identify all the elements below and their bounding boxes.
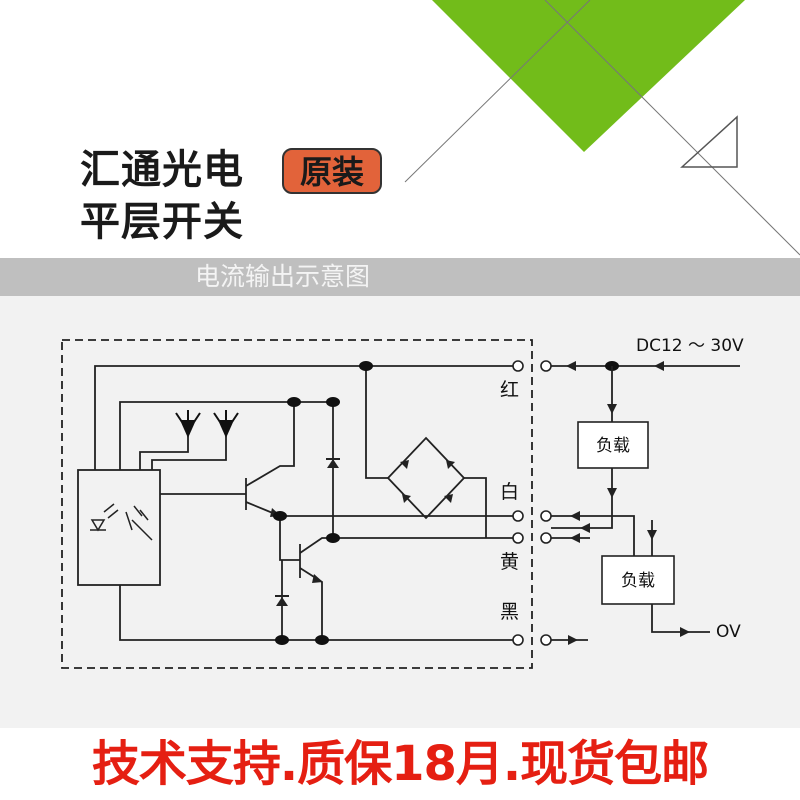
diagram-panel (0, 296, 800, 728)
ground-label: OV (716, 622, 741, 642)
product-type: 平层开关 (80, 199, 244, 245)
wire-label-red: 红 (500, 379, 519, 401)
brand-name: 汇通光电 (80, 147, 244, 193)
decor-line-2 (544, 0, 800, 256)
circuit-diagram: 红 白 黄 黑 负载 负载 DC12 ～ 30V OV (61, 336, 744, 669)
indicator-led-1-icon (175, 410, 201, 438)
phototransistor-icon (125, 505, 153, 541)
original-badge: 原装 (282, 148, 382, 194)
load-label-2: 负载 (621, 571, 655, 591)
header-decoration (404, 0, 800, 256)
footer-slogan: 技术支持.质保18月.现货包邮 (91, 736, 709, 792)
led-icon (90, 503, 119, 532)
supply-label: DC12 ～ 30V (636, 336, 744, 356)
wire-label-yellow: 黄 (500, 551, 519, 573)
section-band: 电流输出示意图 (0, 258, 800, 296)
wire-label-black: 黑 (500, 601, 519, 623)
footer-banner: 技术支持.质保18月.现货包邮 (0, 728, 800, 800)
wire-label-white: 白 (500, 481, 519, 503)
optical-sensor-block (77, 469, 161, 586)
section-title: 电流输出示意图 (195, 262, 371, 291)
green-triangle (432, 0, 745, 152)
decor-line-1 (404, 0, 591, 183)
load-label-1: 负载 (596, 436, 630, 456)
indicator-led-2-icon (213, 410, 239, 438)
sensor-enclosure (61, 339, 533, 669)
outline-triangle (680, 115, 738, 168)
load-box-2 (601, 555, 675, 605)
load-box-1 (577, 421, 649, 469)
